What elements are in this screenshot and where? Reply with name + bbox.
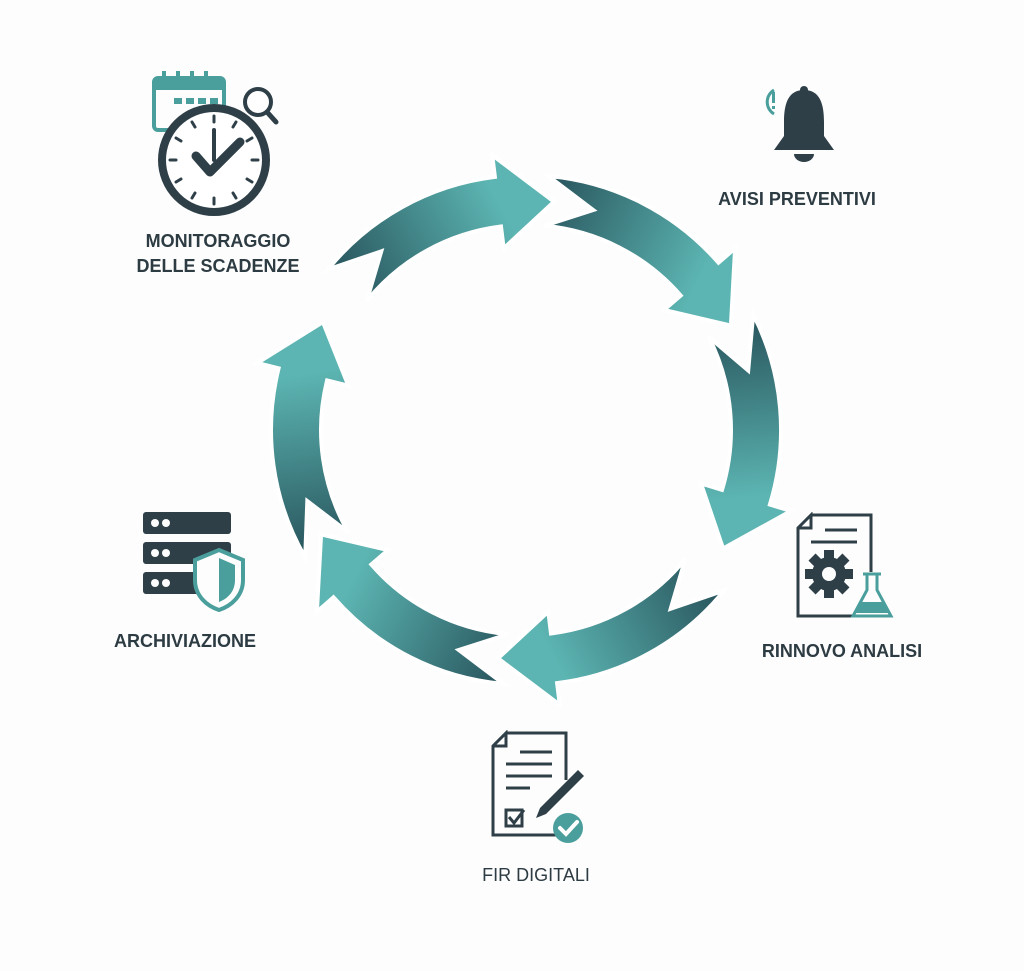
server-shield-icon [143, 512, 245, 612]
document-gear-flask-icon [796, 512, 894, 618]
step-label-monitoraggio: MONITORAGGIO DELLE SCADENZE [136, 229, 299, 279]
cycle-arrow-2 [541, 173, 738, 329]
label-line-2: DELLE SCADENZE [136, 256, 300, 276]
document-pen-check-icon [491, 730, 584, 843]
cycle-arrow-5 [314, 531, 511, 687]
step-label-fir: FIR DIGITALI [482, 865, 590, 885]
cycle-arrow-1 [321, 150, 558, 303]
step-label-avvisi: AVISI PREVENTIVI [718, 189, 876, 209]
bell-alert-icon [765, 86, 834, 162]
cycle-arrow-6 [252, 319, 352, 565]
step-label-archiviazione: ARCHIVIAZIONE [113, 631, 257, 651]
clock-calendar-magnifier-icon [152, 71, 279, 216]
cycle-arrow-4 [494, 557, 731, 710]
cycle-arrow-3 [697, 307, 797, 552]
step-label-rinnovo: RINNOVO ANALISI [761, 641, 923, 661]
label-line-1: MONITORAGGIO [145, 231, 291, 251]
